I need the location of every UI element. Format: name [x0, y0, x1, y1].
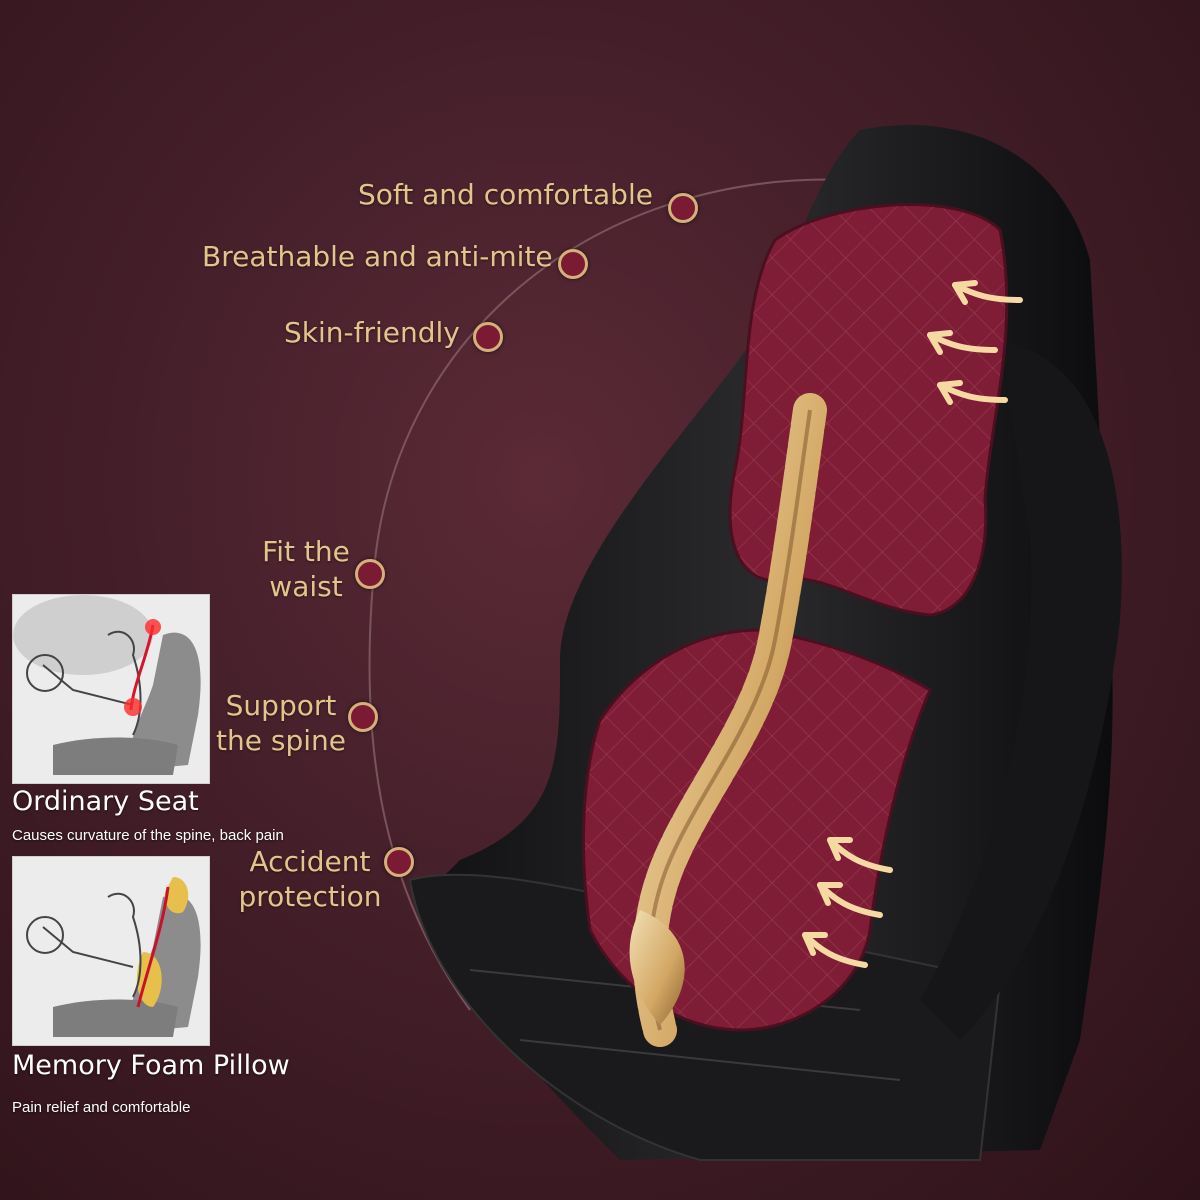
feature-label-spine: Support the spine	[216, 689, 346, 757]
feature-dot-waist	[355, 559, 385, 589]
memory-foam-title: Memory Foam Pillow	[12, 1050, 290, 1081]
feature-dot-skin	[473, 322, 503, 352]
memory-foam-illustration	[12, 856, 210, 1046]
feature-label-accident: Accident protection	[238, 845, 382, 913]
ordinary-seat-illustration	[12, 594, 210, 784]
feature-dot-accident	[384, 847, 414, 877]
feature-label-breathable: Breathable and anti-mite	[202, 240, 553, 273]
feature-label-skin: Skin-friendly	[284, 316, 460, 349]
ordinary-seat-subtitle: Causes curvature of the spine, back pain	[12, 827, 284, 844]
feature-label-waist: Fit the waist	[262, 535, 350, 603]
memory-foam-subtitle: Pain relief and comfortable	[12, 1099, 191, 1116]
feature-dot-spine	[348, 702, 378, 732]
feature-dot-soft	[668, 193, 698, 223]
feature-dot-breathable	[558, 249, 588, 279]
feature-label-soft: Soft and comfortable	[358, 178, 653, 211]
ordinary-seat-title: Ordinary Seat	[12, 786, 199, 817]
